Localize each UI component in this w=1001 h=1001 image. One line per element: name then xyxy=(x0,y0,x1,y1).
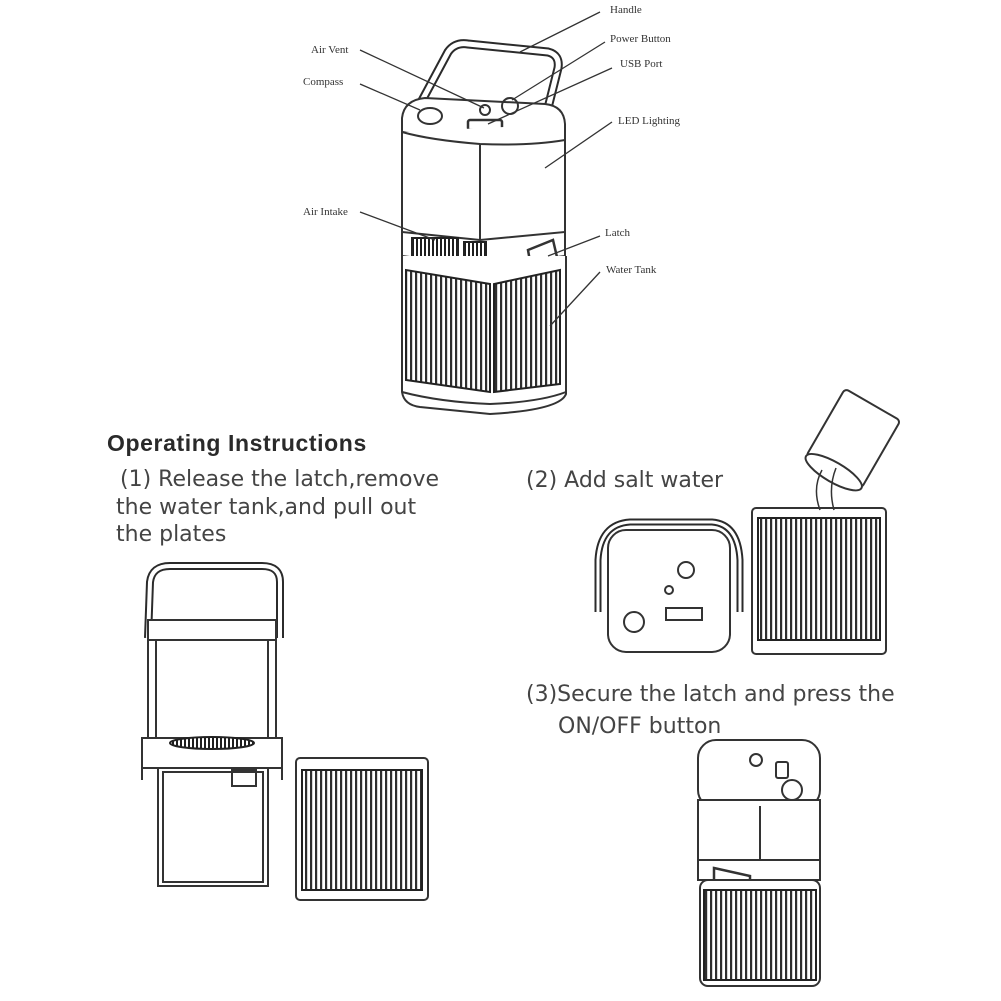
compass-dial xyxy=(417,107,443,125)
step3-drawing xyxy=(697,739,821,987)
label-power-button: Power Button xyxy=(610,33,671,45)
label-usb-port: USB Port xyxy=(620,58,663,70)
air-vent-circle xyxy=(479,104,491,116)
label-compass: Compass xyxy=(303,76,344,88)
label-led-lighting: LED Lighting xyxy=(618,115,681,127)
step1-drawing xyxy=(141,562,429,901)
step2-text: (2) Add salt water xyxy=(526,468,724,493)
step3-line2: ON/OFF button xyxy=(558,714,722,739)
step2-drawing xyxy=(594,389,900,655)
step1-line1: (1) Release the latch,remove xyxy=(120,467,439,492)
step1-line3: the plates xyxy=(116,522,227,547)
step1-grille xyxy=(169,736,255,750)
main-lantern xyxy=(401,39,567,416)
instructions-title: Operating Instructions xyxy=(107,430,367,456)
label-latch: Latch xyxy=(605,227,631,239)
label-air-vent: Air Vent xyxy=(311,44,349,56)
label-handle: Handle xyxy=(610,4,642,16)
callout-lines xyxy=(359,11,613,327)
step3-line1: (3)Secure the latch and press the xyxy=(526,682,895,707)
label-water-tank: Water Tank xyxy=(606,264,657,276)
pouring-cup xyxy=(804,389,900,492)
label-air-intake: Air Intake xyxy=(303,206,348,218)
step1-line2: the water tank,and pull out xyxy=(116,495,417,520)
